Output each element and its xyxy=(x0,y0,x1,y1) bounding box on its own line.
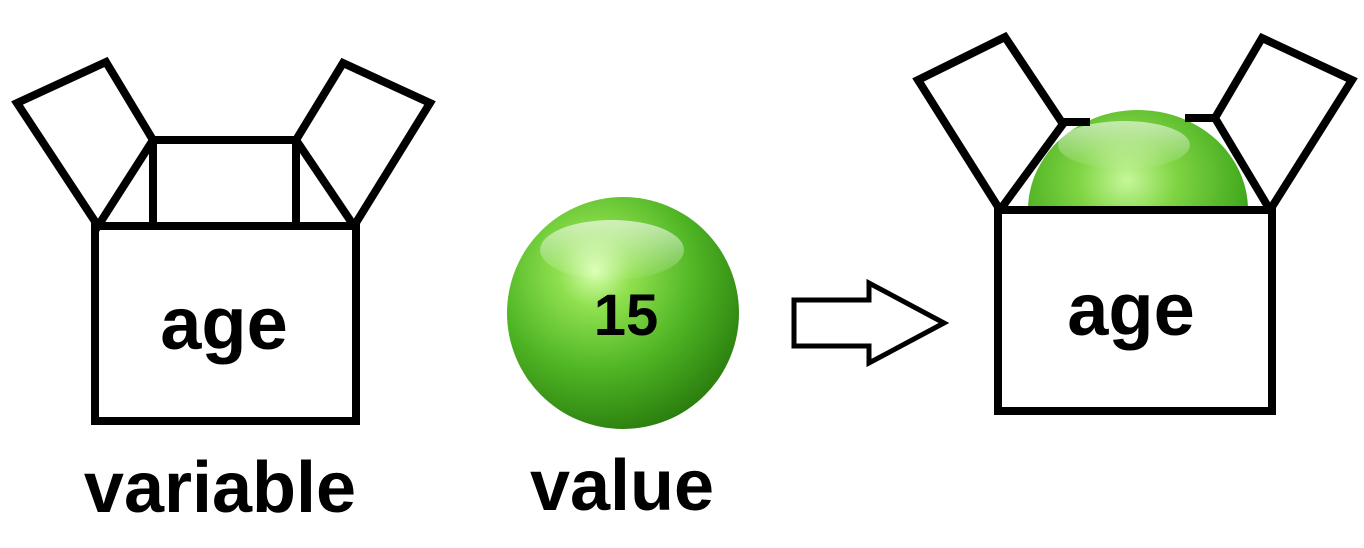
result-ball-icon xyxy=(1028,110,1248,210)
result-name-label: age xyxy=(1067,268,1195,351)
value-caption: value xyxy=(530,446,714,526)
variable-box-left-flap xyxy=(11,56,158,234)
right-arrow-icon xyxy=(791,278,950,368)
variable-name-label: age xyxy=(160,282,288,365)
variable-box-front xyxy=(91,222,360,425)
result-box xyxy=(912,31,1358,415)
result-box-left-flap xyxy=(912,31,1068,218)
variable-caption: variable xyxy=(84,448,356,528)
value-number-label: 15 xyxy=(594,283,659,348)
variable-box xyxy=(11,56,436,425)
variable-box-right-flap xyxy=(291,57,436,234)
result-box-front xyxy=(994,206,1276,415)
green-ball-icon xyxy=(507,197,739,429)
result-box-right-flap xyxy=(1210,32,1358,218)
